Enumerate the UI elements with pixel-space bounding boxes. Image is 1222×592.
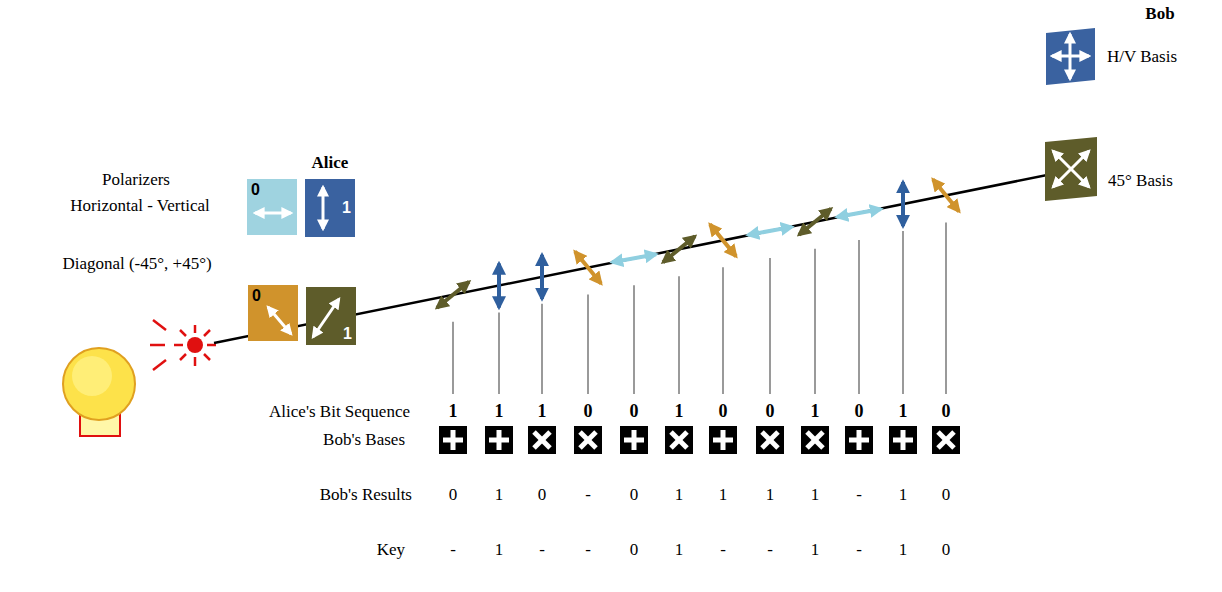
basis-symbol — [932, 426, 960, 454]
result-value: 1 — [675, 486, 684, 505]
column-line — [945, 222, 947, 394]
bit-value: 0 — [942, 402, 951, 422]
key-value: - — [450, 541, 456, 560]
photon-arrow — [437, 282, 469, 308]
column-lines — [453, 222, 946, 394]
party-name: Alice — [312, 154, 349, 173]
row-label: Bob's Results — [320, 486, 412, 505]
light-bulb — [63, 348, 135, 436]
basis-symbol — [485, 426, 513, 454]
result-value: 0 — [538, 486, 547, 505]
heading-label: Polarizers — [102, 171, 170, 190]
column-line — [452, 322, 454, 394]
photon-arrow — [933, 179, 959, 211]
key-value: - — [539, 541, 545, 560]
photon-arrows — [437, 179, 959, 307]
key-value: 1 — [811, 541, 820, 560]
polarizer: 1 — [305, 179, 355, 237]
key-value: 1 — [899, 541, 908, 560]
polarizer: 0 — [247, 179, 297, 235]
key-value: - — [720, 541, 726, 560]
bit-value: 0 — [247, 179, 264, 201]
column-line — [814, 249, 816, 394]
basis-symbol — [709, 426, 737, 454]
basis-symbol — [845, 426, 873, 454]
basis-symbol — [665, 426, 693, 454]
photon-arrow — [748, 227, 792, 235]
bit-value: 1 — [495, 402, 504, 422]
basis-label: 45° Basis — [1108, 172, 1173, 191]
bit-value: 1 — [811, 402, 820, 422]
polarizer-label: Diagonal (-45°, +45°) — [62, 255, 211, 274]
polarizer: 1 — [306, 287, 356, 345]
result-value: - — [856, 486, 862, 505]
key-value: 1 — [495, 541, 504, 560]
column-line — [498, 313, 500, 394]
bit-value: 1 — [338, 197, 355, 219]
photon-arrow — [901, 182, 905, 226]
basis-symbol — [528, 426, 556, 454]
column-line — [541, 304, 543, 394]
polarizer: 0 — [248, 285, 298, 341]
bit-value: 1 — [449, 402, 458, 422]
basis-symbol — [574, 426, 602, 454]
bob-diagonal-polarizer — [1045, 137, 1097, 201]
column-line — [678, 276, 680, 394]
photon-arrow — [575, 252, 601, 284]
key-value: - — [767, 541, 773, 560]
photon-arrow — [663, 236, 695, 262]
photon-arrow — [497, 264, 501, 308]
key-value: 1 — [675, 541, 684, 560]
photon-arrow — [710, 224, 736, 256]
bit-value: 1 — [538, 402, 547, 422]
key-value: - — [856, 541, 862, 560]
result-value: 0 — [449, 486, 458, 505]
basis-symbol — [801, 426, 829, 454]
column-line — [633, 285, 635, 394]
polarizer-label: Horizontal - Vertical — [70, 197, 209, 216]
column-line — [722, 267, 724, 394]
basis-symbol — [620, 426, 648, 454]
bit-value: 0 — [719, 402, 728, 422]
photon-arrow — [612, 254, 656, 262]
basis-symbols — [439, 426, 960, 454]
result-value: - — [585, 486, 591, 505]
key-value: 0 — [942, 541, 951, 560]
result-value: 0 — [630, 486, 639, 505]
column-line — [902, 231, 904, 394]
result-value: 0 — [942, 486, 951, 505]
photon-arrow — [540, 255, 544, 299]
photon-arrow — [799, 209, 831, 235]
result-value: 1 — [495, 486, 504, 505]
bit-value: 1 — [675, 402, 684, 422]
row-label: Bob's Bases — [323, 431, 405, 450]
result-value: 1 — [766, 486, 775, 505]
column-line — [858, 240, 860, 394]
photon-source — [150, 320, 216, 370]
column-line — [769, 258, 771, 394]
result-value: 1 — [899, 486, 908, 505]
bit-value: 0 — [630, 402, 639, 422]
bit-value: 0 — [248, 285, 265, 307]
basis-symbol — [756, 426, 784, 454]
result-value: 1 — [719, 486, 728, 505]
column-line — [587, 295, 589, 394]
row-label: Key — [377, 541, 405, 560]
row-label: Alice's Bit Sequence — [269, 403, 410, 422]
bob-hv-polarizer — [1046, 28, 1095, 85]
basis-symbol — [439, 426, 467, 454]
party-name: Bob — [1145, 5, 1174, 24]
basis-label: H/V Basis — [1107, 48, 1177, 67]
bit-value: 1 — [339, 323, 356, 345]
bit-value: 0 — [855, 402, 864, 422]
key-value: 0 — [630, 541, 639, 560]
result-value: 1 — [811, 486, 820, 505]
bit-value: 1 — [899, 402, 908, 422]
bit-value: 0 — [584, 402, 593, 422]
bit-value: 0 — [766, 402, 775, 422]
basis-symbol — [889, 426, 917, 454]
photon-arrow — [837, 209, 881, 217]
key-value: - — [585, 541, 591, 560]
